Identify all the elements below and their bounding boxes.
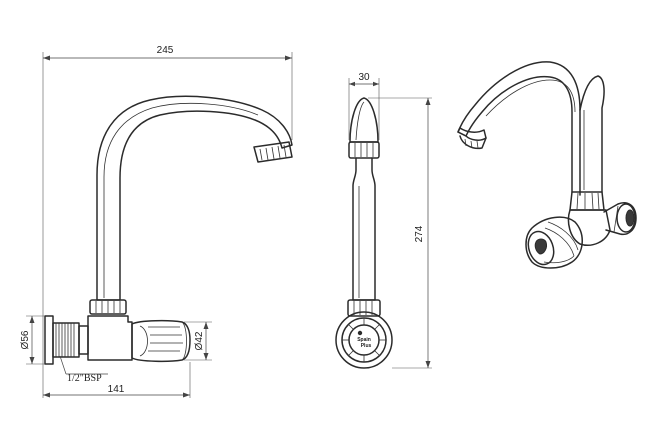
dimension-diameter-56: Ø56: [20, 330, 31, 349]
dimension-274: 274: [414, 225, 425, 242]
side-aerator: [349, 97, 379, 143]
perspective-handle: [525, 216, 583, 269]
front-wall-flange: [44, 315, 54, 365]
front-handle: [131, 319, 191, 363]
front-valve-body: [87, 315, 133, 361]
svg-text:Spain: Spain: [357, 337, 371, 343]
perspective-aerator: [457, 127, 487, 150]
perspective-view: [457, 61, 637, 269]
front-thread: [52, 322, 89, 358]
front-spout: [96, 95, 293, 301]
side-dimensions: 30 274: [348, 72, 432, 369]
front-aerator: [253, 141, 293, 163]
side-handle-face: Spain Plus: [335, 311, 393, 369]
brand-badge: Spain Plus: [357, 330, 372, 349]
dimension-diameter-42: Ø42: [194, 331, 205, 350]
side-tube: [352, 157, 376, 301]
front-view: [44, 95, 293, 365]
perspective-collar: [569, 191, 605, 211]
svg-text:Plus: Plus: [361, 343, 372, 349]
side-top-nut: [348, 141, 380, 159]
dimension-245: 245: [157, 45, 174, 56]
thread-callout: 1/2"BSP: [67, 373, 102, 384]
perspective-badge: [534, 238, 547, 255]
perspective-wall-connector: [603, 202, 637, 236]
side-view: Spain Plus: [335, 97, 393, 369]
perspective-body: [567, 209, 611, 246]
front-collar-nut: [89, 299, 127, 315]
dimension-141: 141: [108, 384, 125, 395]
perspective-spout: [457, 61, 581, 196]
dimension-30: 30: [358, 72, 370, 83]
front-dimensions: 245 141 Ø56 Ø42 1/2"BSP: [20, 45, 293, 398]
